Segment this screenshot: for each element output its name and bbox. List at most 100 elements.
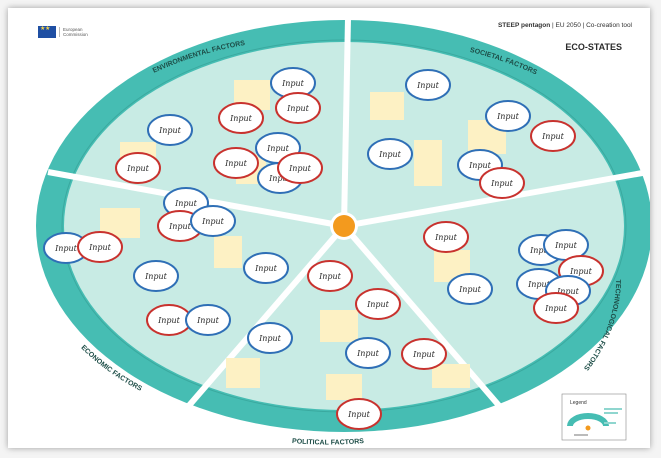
input-bubble-outline [401, 338, 447, 370]
input-bubble-red[interactable]: Input [479, 167, 525, 199]
input-bubble-outline [405, 69, 451, 101]
input-bubble-label: Input [268, 174, 292, 183]
input-bubble-label: Input [174, 199, 198, 208]
legend-text-line [604, 412, 618, 414]
input-bubble-blue[interactable]: Input [190, 205, 236, 237]
input-bubble-outline [336, 398, 382, 430]
input-bubble-blue[interactable]: Input [43, 232, 89, 264]
input-bubble-outline [185, 304, 231, 336]
sticky-note [320, 310, 358, 342]
input-bubble-red[interactable]: Input [355, 288, 401, 320]
sticky-note [414, 140, 442, 186]
input-bubble-label: Input [356, 349, 380, 358]
input-bubble-outline [367, 138, 413, 170]
sticky-note [432, 364, 470, 388]
input-bubble-outline [243, 252, 289, 284]
legend-center-sample [585, 425, 591, 431]
input-bubble-outline [307, 260, 353, 292]
org-line-2: Commission [63, 32, 88, 37]
input-bubble-blue[interactable]: Input [185, 304, 231, 336]
input-bubble-label: Input [126, 164, 150, 173]
tool-title: STEEP pentagon | EU 2050 | Co-creation t… [498, 22, 632, 29]
input-bubble-label: Input [378, 150, 402, 159]
input-bubble-red[interactable]: Input [115, 152, 161, 184]
input-bubble-red[interactable]: Input [77, 231, 123, 263]
input-bubble-label: Input [286, 104, 310, 113]
input-bubble-blue[interactable]: Input [367, 138, 413, 170]
input-bubble-red[interactable]: Input [213, 147, 259, 179]
input-bubbles: InputInputInputInputInputInputInputInput… [43, 67, 604, 430]
input-bubble-red[interactable]: Input [401, 338, 447, 370]
input-bubble-blue[interactable]: Input [405, 69, 451, 101]
input-bubble-red[interactable]: Input [277, 152, 323, 184]
input-bubble-outline [77, 231, 123, 263]
input-bubble-outline [133, 260, 179, 292]
input-bubble-outline [218, 102, 264, 134]
input-bubble-blue[interactable]: Input [133, 260, 179, 292]
input-bubble-label: Input [366, 300, 390, 309]
input-bubble-outline [479, 167, 525, 199]
input-bubble-label: Input [258, 334, 282, 343]
input-bubble-label: Input [468, 161, 492, 170]
input-bubble-label: Input [554, 241, 578, 250]
input-bubble-red[interactable]: Input [533, 292, 579, 324]
input-bubble-blue[interactable]: Input [447, 273, 493, 305]
sticky-note [326, 374, 362, 400]
canvas-frame: European Commission STEEP pentagon | EU … [8, 8, 650, 448]
input-bubble-label: Input [490, 179, 514, 188]
input-bubble-outline [533, 292, 579, 324]
legend-box: Legend [561, 393, 627, 441]
tool-title-bold: STEEP pentagon [497, 22, 551, 29]
input-bubble-label: Input [544, 304, 568, 313]
input-bubble-label: Input [412, 350, 436, 359]
divider-right [343, 169, 649, 229]
input-bubble-blue[interactable]: Input [247, 322, 293, 354]
input-bubble-label: Input [458, 285, 482, 294]
divider-top [341, 17, 351, 227]
eu-flag-icon [38, 25, 56, 38]
input-bubble-label: Input [434, 233, 458, 242]
input-bubble-red[interactable]: Input [146, 304, 192, 336]
input-bubble-label: Input [54, 244, 78, 253]
input-bubble-outline [190, 205, 236, 237]
input-bubble-outline [277, 152, 323, 184]
input-bubble-label: Input [288, 164, 312, 173]
input-bubble-label: Input [496, 112, 520, 121]
label-political: POLITICAL FACTORS [292, 438, 365, 447]
divider-bottom-left [177, 224, 347, 418]
eu-commission-logo: European Commission [38, 25, 91, 38]
input-bubble-red[interactable]: Input [218, 102, 264, 134]
input-bubble-red[interactable]: Input [275, 92, 321, 124]
input-bubble-blue[interactable]: Input [270, 67, 316, 99]
input-bubble-label: Input [229, 114, 253, 123]
input-bubble-label: Input [224, 159, 248, 168]
input-bubble-outline [275, 92, 321, 124]
input-bubble-outline [115, 152, 161, 184]
input-bubble-outline [213, 147, 259, 179]
input-bubble-red[interactable]: Input [307, 260, 353, 292]
sticky-note [370, 92, 404, 120]
input-bubble-outline [447, 273, 493, 305]
legend-text-line [604, 408, 622, 410]
input-bubble-blue[interactable]: Input [243, 252, 289, 284]
input-bubble-blue[interactable]: Input [345, 337, 391, 369]
input-bubble-label: Input [168, 222, 192, 231]
input-bubble-blue[interactable]: Input [485, 100, 531, 132]
sticky-notes [100, 80, 506, 400]
page-subtitle: ECO-STATES [565, 42, 622, 52]
sticky-note [226, 358, 260, 388]
input-bubble-red[interactable]: Input [530, 120, 576, 152]
input-bubble-label: Input [416, 81, 440, 90]
input-bubble-label: Input [254, 264, 278, 273]
org-line-1: European [63, 27, 83, 32]
input-bubble-label: Input [88, 243, 112, 252]
legend-text-line [604, 422, 616, 424]
input-bubble-red[interactable]: Input [423, 221, 469, 253]
input-bubble-label: Input [158, 126, 182, 135]
input-bubble-outline [147, 114, 193, 146]
input-bubble-red[interactable]: Input [336, 398, 382, 430]
input-bubble-outline [530, 120, 576, 152]
input-bubble-label: Input [144, 272, 168, 281]
input-bubble-label: Input [529, 246, 553, 255]
input-bubble-blue[interactable]: Input [147, 114, 193, 146]
